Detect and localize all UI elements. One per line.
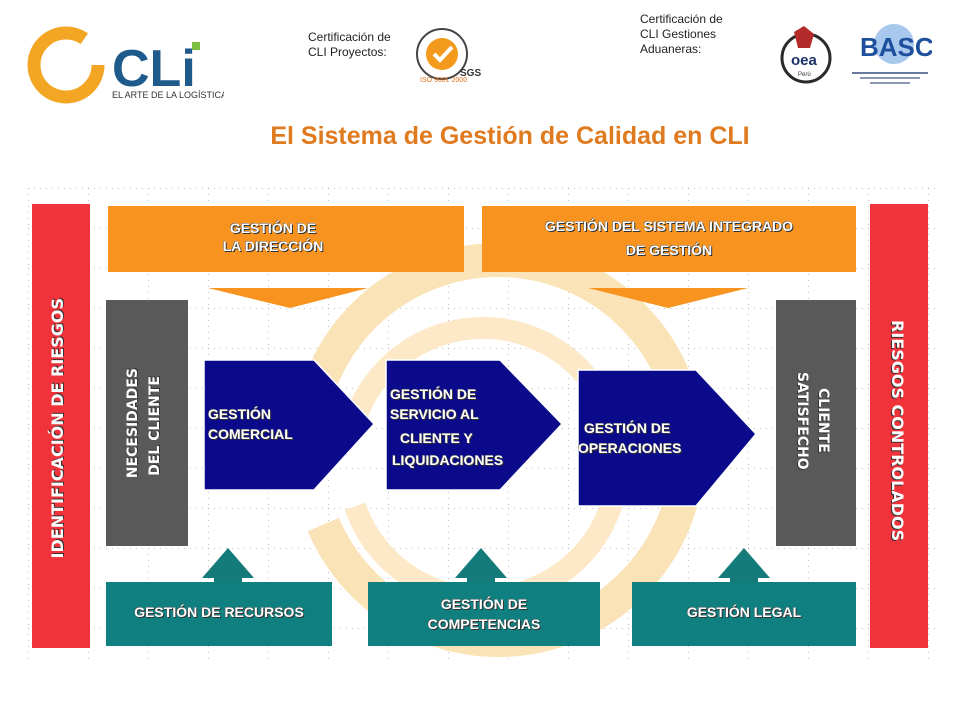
operaciones-line-2: OPERACIONES <box>578 440 682 456</box>
sgs-text: SGS <box>460 68 481 79</box>
necesidades-box <box>106 300 188 546</box>
oea-text: oea <box>791 52 818 69</box>
left-risk-bar <box>32 204 90 648</box>
recursos-box <box>106 582 332 646</box>
quality-diagram: IDENTIFICACIÓN DE RIESGOS RIESGOS CONTRO… <box>28 188 940 664</box>
cert-proyectos-label: Certificación de CLI Proyectos: <box>308 30 391 59</box>
direccion-line-1: GESTIÓN DE <box>229 220 317 236</box>
direccion-box <box>108 206 464 272</box>
servicio-line-3: CLIENTE Y <box>400 430 473 446</box>
iso-seal-text: ISO 9001 2000 <box>420 77 467 84</box>
process-arrow-operaciones <box>577 369 758 507</box>
process-arrow-comercial <box>203 359 376 491</box>
legal-box <box>632 582 856 646</box>
process-arrow-servicio <box>385 359 564 491</box>
page-title: El Sistema de Gestión de Calidad en CLI <box>270 122 750 150</box>
oea-logo: oea Perú <box>778 20 838 85</box>
company-logo: CLi EL ARTE DE LA LOGÍSTICA <box>24 20 227 110</box>
cliente-satisfecho-line-1: CLIENTE <box>815 388 831 453</box>
servicio-line-2: SERVICIO AL <box>390 406 479 422</box>
legal-label: GESTIÓN LEGAL <box>686 604 802 620</box>
servicio-line-4: LIQUIDACIONES <box>392 452 504 468</box>
cert-aduaneras-label: Certificación de CLI Gestiones Aduaneras… <box>640 12 723 56</box>
servicio-line-1: GESTIÓN DE <box>390 386 477 402</box>
oea-country: Perú <box>798 72 811 78</box>
logo-tagline: EL ARTE DE LA LOGÍSTICA <box>112 90 224 100</box>
basc-logo: BASC <box>848 18 934 88</box>
company-logo-mark: CLi EL ARTE DE LA LOGÍSTICA <box>27 26 227 104</box>
recursos-label: GESTIÓN DE RECURSOS <box>134 604 304 620</box>
logo-text: CLi <box>112 40 196 98</box>
competencias-line-2: COMPETENCIAS <box>427 616 541 632</box>
sistema-integrado-line-2: DE GESTIÓN <box>625 242 713 258</box>
cliente-satisfecho-box <box>776 300 856 546</box>
sistema-integrado-box <box>482 206 856 272</box>
comercial-line-2: COMERCIAL <box>208 426 293 442</box>
right-risk-bar-label: RIESGOS CONTROLADOS <box>888 320 907 542</box>
process-arrows <box>203 359 758 507</box>
cliente-satisfecho-line-2: SATISFECHO <box>794 372 810 470</box>
competencias-box <box>368 582 600 646</box>
operaciones-line-1: GESTIÓN DE <box>584 420 671 436</box>
sistema-integrado-line-1: GESTIÓN DEL SISTEMA INTEGRADO <box>544 218 794 234</box>
comercial-line-1: GESTIÓN <box>208 406 272 422</box>
direccion-line-2: LA DIRECCIÓN <box>222 238 324 254</box>
right-risk-bar <box>870 204 928 648</box>
competencias-line-1: GESTIÓN DE <box>440 596 528 612</box>
iso-seal: ISO 9001 2000 SGS <box>412 24 482 86</box>
basc-text: BASC <box>860 32 932 62</box>
